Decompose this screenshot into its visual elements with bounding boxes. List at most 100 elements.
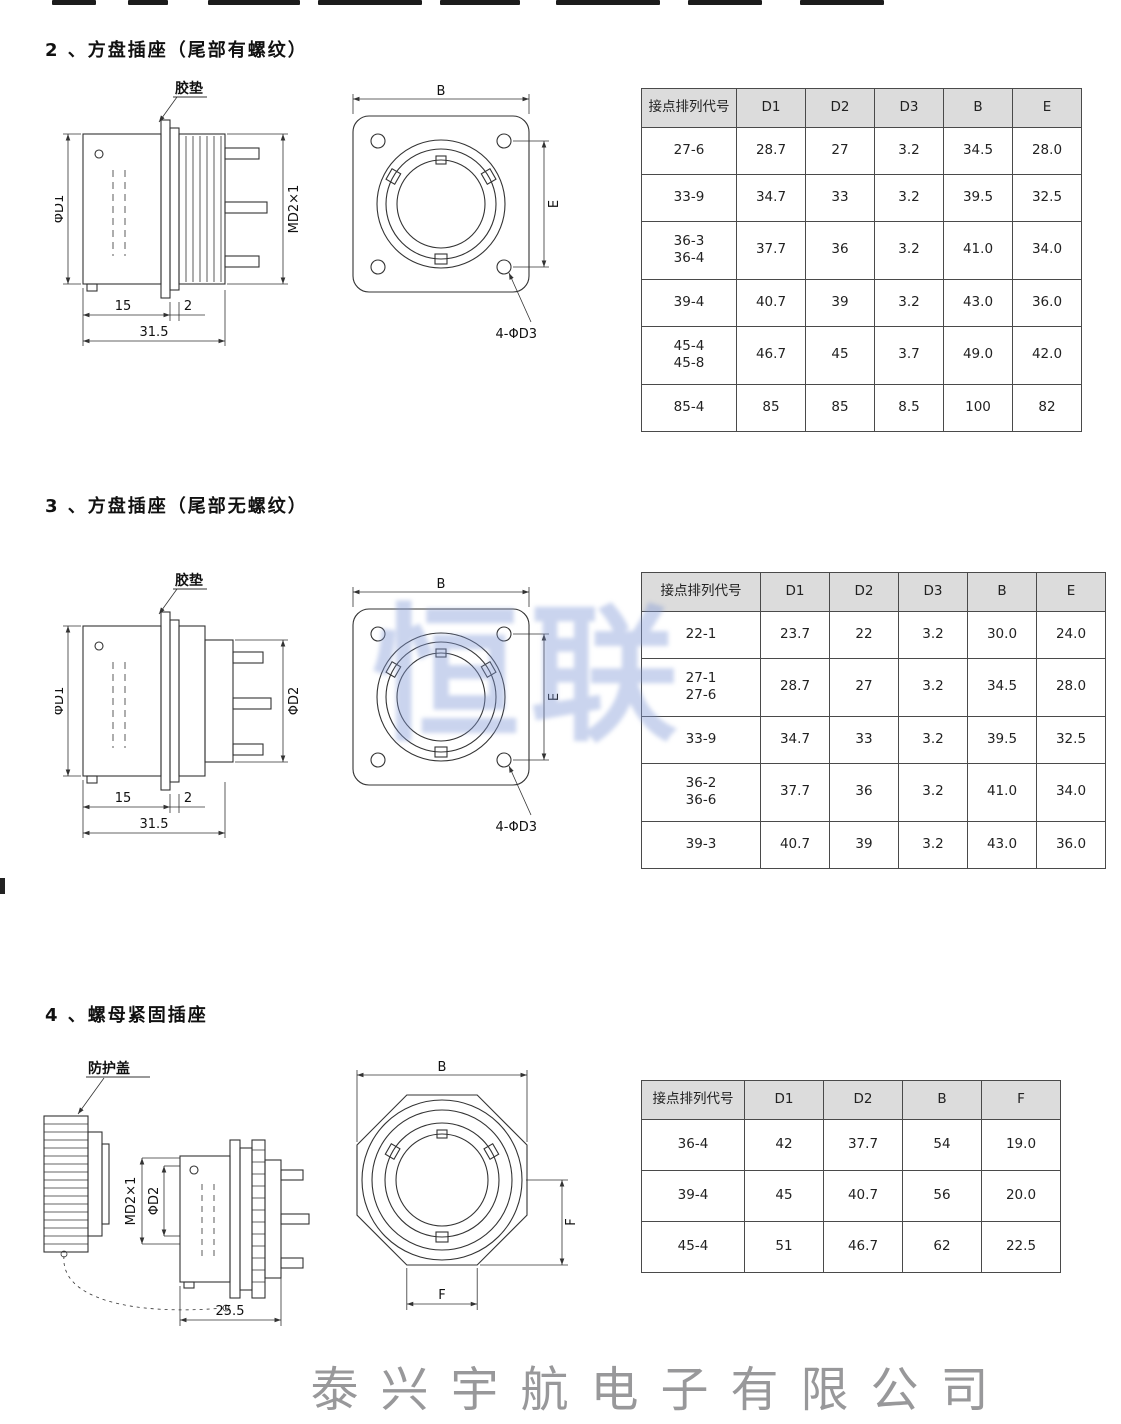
- cropped-row-fragment: [556, 0, 660, 5]
- socket-face: [376, 632, 506, 762]
- column-header: B: [943, 88, 1013, 128]
- value-cell: 3.2: [898, 762, 968, 822]
- value-cell: 23.7: [760, 610, 830, 659]
- code-cell: 27-1 27-6: [641, 657, 761, 717]
- code-cell: 39-4: [641, 278, 737, 327]
- dim-label-e: E: [547, 693, 562, 701]
- column-header: E: [1036, 572, 1106, 612]
- value-cell: 34.7: [736, 173, 806, 222]
- keyway: [436, 1129, 448, 1139]
- value-cell: 27: [829, 657, 899, 717]
- value-cell: 3.2: [898, 715, 968, 764]
- protective-cover-callout: 防护盖: [77, 1060, 150, 1115]
- value-cell: 56: [902, 1169, 982, 1222]
- value-cell: 46.7: [823, 1220, 903, 1273]
- cropped-row-fragment: [800, 0, 884, 5]
- keyway: [435, 648, 447, 658]
- code-cell: 85-4: [641, 383, 737, 432]
- section2-title: 2 、方盘插座（尾部有螺纹）: [45, 40, 308, 61]
- dim-label-d2: ΦD2: [287, 687, 302, 716]
- value-cell: 34.0: [1012, 220, 1082, 280]
- pad-label: 胶垫: [175, 572, 203, 589]
- code-cell: 22-1: [641, 610, 761, 659]
- dim-label-d1: ΦD1: [55, 195, 67, 224]
- code-cell: 39-4: [641, 1169, 745, 1222]
- dim-label-f-side: F: [564, 1218, 579, 1225]
- column-header: D1: [760, 572, 830, 612]
- value-cell: 28.7: [760, 657, 830, 717]
- chain: [63, 1255, 225, 1311]
- value-cell: 27: [805, 126, 875, 175]
- code-cell: 36-3 36-4: [641, 220, 737, 280]
- nut-face: [356, 1094, 528, 1266]
- value-cell: 22: [829, 610, 899, 659]
- dim-label-d1: ΦD1: [55, 687, 67, 716]
- dimensions: B F F: [356, 1060, 579, 1310]
- value-cell: 3.2: [898, 657, 968, 717]
- mounting-hole: [370, 133, 386, 149]
- pin: [280, 1169, 304, 1181]
- mounting-hole: [370, 626, 386, 642]
- value-cell: 3.2: [898, 820, 968, 869]
- column-header: 接点排列代号: [641, 572, 761, 612]
- mounting-hole: [370, 752, 386, 768]
- flange-plate: [352, 608, 530, 786]
- value-cell: 43.0: [967, 820, 1037, 869]
- column-header: D1: [744, 1080, 824, 1120]
- value-cell: 40.7: [760, 820, 830, 869]
- value-cell: 3.2: [874, 278, 944, 327]
- pin: [232, 651, 264, 664]
- pin: [280, 1257, 304, 1269]
- column-header: 接点排列代号: [641, 1080, 745, 1120]
- keyway: [435, 155, 447, 165]
- value-cell: 34.5: [967, 657, 1037, 717]
- value-cell: 39.5: [943, 173, 1013, 222]
- dim-label-md2: MD2×1: [124, 1177, 139, 1226]
- dimensions: B E 4-ΦD3: [352, 577, 562, 835]
- dim-label-15: 15: [115, 299, 132, 314]
- dim-label-25-5: 25.5: [216, 1304, 245, 1319]
- section3-side-view-drawing: 胶垫 ΦD1 ΦD2: [55, 572, 302, 838]
- column-header: E: [1012, 88, 1082, 128]
- value-cell: 46.7: [736, 325, 806, 385]
- section4-side-view-drawing: 防护盖: [43, 1060, 310, 1326]
- nut-hatch: [252, 1149, 265, 1283]
- value-cell: 3.2: [874, 173, 944, 222]
- column-header: D2: [823, 1080, 903, 1120]
- dim-label-b: B: [437, 577, 446, 592]
- value-cell: 28.0: [1036, 657, 1106, 717]
- code-cell: 45-4: [641, 1220, 745, 1273]
- dim-label-2: 2: [184, 299, 192, 314]
- thread-lines: [185, 136, 222, 282]
- connector-body: [82, 611, 272, 791]
- dim-label-2: 2: [184, 791, 192, 806]
- column-header: D2: [829, 572, 899, 612]
- dim-label-b: B: [437, 84, 446, 99]
- column-header: 接点排列代号: [641, 88, 737, 128]
- pin: [232, 743, 264, 756]
- cropped-row-fragment: [318, 0, 422, 5]
- value-cell: 20.0: [981, 1169, 1061, 1222]
- rubber-pad-callout: 胶垫: [158, 572, 207, 615]
- value-cell: 41.0: [967, 762, 1037, 822]
- value-cell: 100: [943, 383, 1013, 432]
- mounting-hole: [496, 133, 512, 149]
- value-cell: 37.7: [823, 1118, 903, 1171]
- company-footer: 泰兴宇航电子有限公司: [310, 1362, 1011, 1418]
- code-cell: 36-4: [641, 1118, 745, 1171]
- rubber-pad-callout: 胶垫: [158, 80, 207, 123]
- knurl-lines: [44, 1123, 88, 1245]
- mounting-hole: [496, 752, 512, 768]
- section2-side-view-drawing: 胶垫 ΦD1 MD2×1: [55, 80, 302, 346]
- value-cell: 82: [1012, 383, 1082, 432]
- dimensions: ΦD1 MD2×1 15 2 31.5: [55, 133, 302, 346]
- dim-label-31-5: 31.5: [140, 817, 169, 832]
- value-cell: 45: [805, 325, 875, 385]
